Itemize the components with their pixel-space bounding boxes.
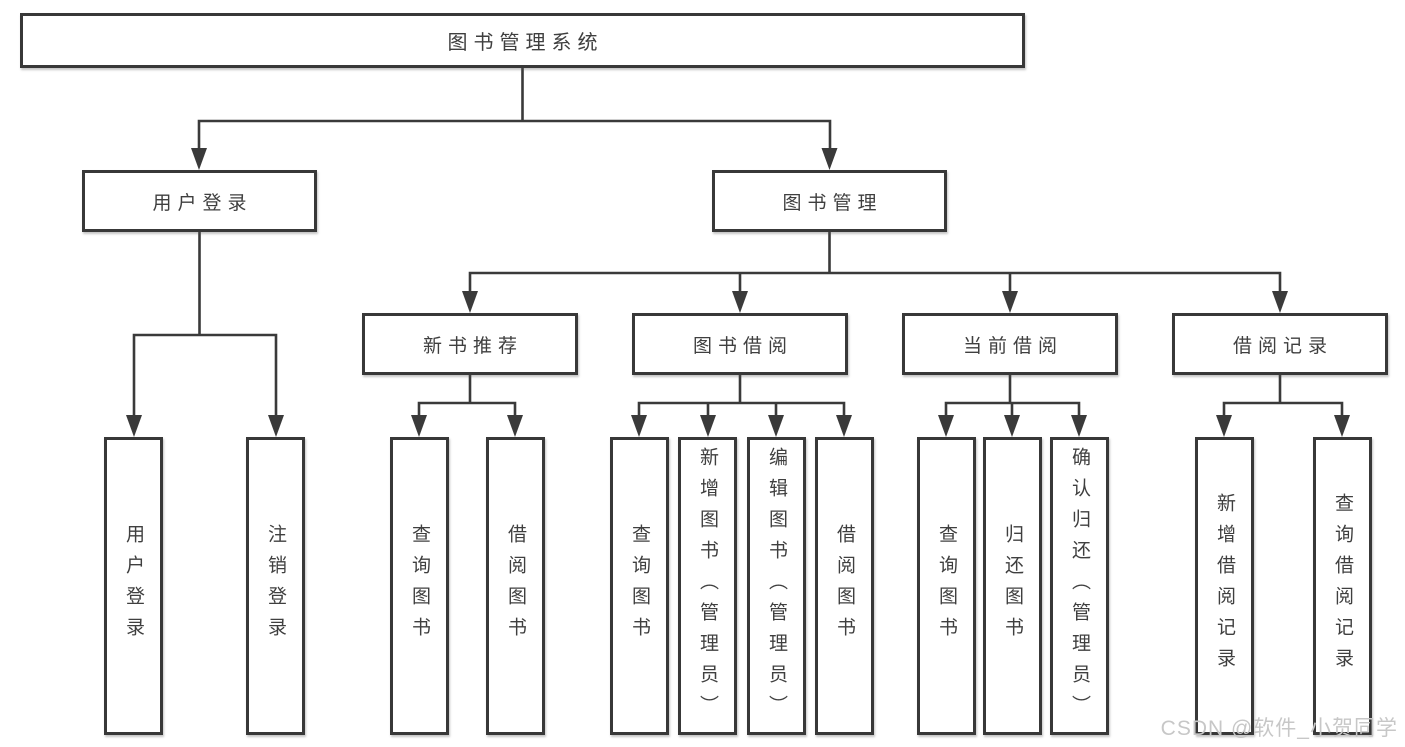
leaf-user-login: 用户登录 bbox=[104, 437, 163, 735]
arrow-down-icon bbox=[631, 415, 647, 437]
csdn-watermark: CSDN @软件_小贺同学 bbox=[1160, 717, 1398, 740]
node-root-system: 图书管理系统 bbox=[20, 13, 1025, 68]
leaf-query-borrow-record-label: 查询借阅记录 bbox=[1332, 493, 1353, 679]
leaf-query-books-borrow: 查询图书 bbox=[610, 437, 669, 735]
wire-bookborrow-to-leaves bbox=[637, 371, 846, 420]
arrow-down-icon bbox=[1272, 291, 1288, 313]
arrow-down-icon bbox=[507, 415, 523, 437]
node-book-management: 图书管理 bbox=[712, 170, 947, 232]
leaf-edit-books-admin-label: 编辑图书（管理员） bbox=[766, 446, 787, 726]
leaf-borrow-books-label: 借阅图书 bbox=[834, 524, 855, 648]
arrow-down-icon bbox=[1002, 291, 1018, 313]
leaf-query-books-recommend-label: 查询图书 bbox=[409, 524, 430, 648]
node-user-login: 用户登录 bbox=[82, 170, 317, 232]
node-borrow-records: 借阅记录 bbox=[1172, 313, 1388, 375]
arrow-down-icon bbox=[732, 291, 748, 313]
leaf-borrow-books-recommend-label: 借阅图书 bbox=[505, 524, 526, 648]
leaf-add-borrow-record-label: 新增借阅记录 bbox=[1214, 493, 1235, 679]
leaf-return-books-label: 归还图书 bbox=[1002, 524, 1023, 648]
leaf-confirm-return-admin: 确认归还（管理员） bbox=[1050, 437, 1109, 735]
leaf-edit-books-admin: 编辑图书（管理员） bbox=[747, 437, 806, 735]
node-new-book-recommend: 新书推荐 bbox=[362, 313, 578, 375]
arrow-down-icon bbox=[836, 415, 852, 437]
leaf-query-books-borrow-label: 查询图书 bbox=[629, 524, 650, 648]
arrow-down-icon bbox=[268, 415, 284, 437]
leaf-query-borrow-record: 查询借阅记录 bbox=[1313, 437, 1372, 735]
wire-borrowrecords-to-leaves bbox=[1222, 371, 1344, 420]
arrow-down-icon bbox=[1216, 415, 1232, 437]
leaf-confirm-return-admin-label: 确认归还（管理员） bbox=[1069, 446, 1090, 726]
arrow-down-icon bbox=[938, 415, 954, 437]
node-current-borrow: 当前借阅 bbox=[902, 313, 1118, 375]
leaf-add-books-admin: 新增图书（管理员） bbox=[678, 437, 737, 735]
leaf-user-login-label: 用户登录 bbox=[123, 524, 144, 648]
arrow-down-icon bbox=[1071, 415, 1087, 437]
leaf-return-books: 归还图书 bbox=[983, 437, 1042, 735]
arrow-down-icon bbox=[700, 415, 716, 437]
arrow-down-icon bbox=[411, 415, 427, 437]
arrow-down-icon bbox=[821, 148, 838, 170]
arrow-down-icon bbox=[462, 291, 478, 313]
wire-bookmgmt-to-level3 bbox=[468, 228, 1282, 297]
arrowheads bbox=[126, 148, 1350, 437]
arrow-down-icon bbox=[191, 148, 207, 170]
arrow-down-icon bbox=[126, 415, 142, 437]
leaf-query-books-current-label: 查询图书 bbox=[936, 524, 957, 648]
arrow-down-icon bbox=[1334, 415, 1350, 437]
leaf-add-borrow-record: 新增借阅记录 bbox=[1195, 437, 1254, 735]
leaf-borrow-books-recommend: 借阅图书 bbox=[486, 437, 545, 735]
leaf-borrow-books: 借阅图书 bbox=[815, 437, 874, 735]
node-book-borrow: 图书借阅 bbox=[632, 313, 848, 375]
arrow-down-icon bbox=[1004, 415, 1020, 437]
leaf-logout-login-label: 注销登录 bbox=[265, 524, 286, 648]
leaf-query-books-recommend: 查询图书 bbox=[390, 437, 449, 735]
leaf-logout-login: 注销登录 bbox=[246, 437, 305, 735]
wire-userlogin-to-leaves bbox=[132, 228, 278, 420]
leaf-add-books-admin-label: 新增图书（管理员） bbox=[697, 446, 718, 726]
wire-newbook-to-leaves bbox=[417, 371, 517, 420]
wire-root-to-level2 bbox=[197, 64, 832, 154]
leaf-query-books-current: 查询图书 bbox=[917, 437, 976, 735]
wire-currentborrow-to-leaves bbox=[944, 371, 1081, 420]
arrow-down-icon bbox=[768, 415, 784, 437]
